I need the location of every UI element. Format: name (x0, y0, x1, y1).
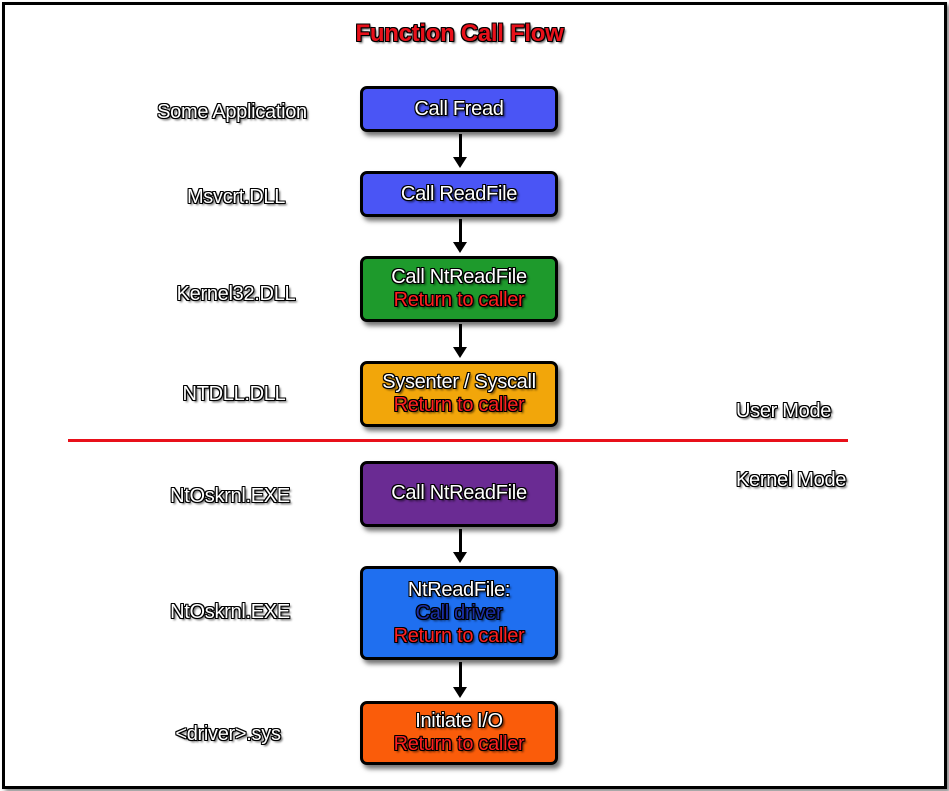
box-driver: Initiate I/O Return to caller (360, 701, 558, 765)
flow-arrow (453, 529, 467, 563)
flow-arrow (453, 324, 467, 358)
box-call-readfile: Call ReadFile (360, 171, 558, 217)
layer-label-application: Some Application (157, 101, 307, 123)
box-line: Initiate I/O (415, 710, 503, 732)
box-line-return: Return to caller (393, 289, 525, 311)
box-line-call-driver: Call driver (415, 601, 503, 624)
box-line: Call NtReadFile (391, 266, 527, 288)
box-line: Call ReadFile (400, 182, 518, 205)
box-call-fread: Call Fread (360, 86, 558, 132)
box-line: Call NtReadFile (391, 482, 527, 504)
layer-label-ntoskrnl-1: NtOskrnl.EXE (170, 485, 290, 507)
box-ntoskrnl-call: Call NtReadFile (360, 461, 558, 527)
layer-label-ntdll: NTDLL.DLL (182, 383, 286, 405)
box-line-return: Return to caller (393, 624, 525, 647)
layer-label-ntoskrnl-2: NtOskrnl.EXE (170, 601, 290, 623)
diagram-title: Function Call Flow (355, 20, 564, 47)
box-ntdll: Sysenter / Syscall Return to caller (360, 361, 558, 427)
layer-label-kernel32: Kernel32.DLL (176, 283, 296, 305)
flow-arrow (453, 219, 467, 253)
box-line-return: Return to caller (393, 733, 525, 755)
box-line-return: Return to caller (393, 394, 525, 416)
box-line: Call Fread (414, 97, 504, 120)
box-ntoskrnl-ntreadfile: NtReadFile: Call driver Return to caller (360, 566, 558, 660)
layer-label-driver: <driver>.sys (175, 723, 281, 745)
box-line: NtReadFile: (407, 578, 511, 601)
kernel-mode-label: Kernel Mode (736, 469, 847, 491)
flow-arrow (453, 134, 467, 168)
user-mode-label: User Mode (736, 400, 832, 422)
flow-arrow (453, 662, 467, 698)
mode-divider-line (68, 439, 848, 442)
box-line: Sysenter / Syscall (382, 371, 536, 393)
layer-label-msvcrt: Msvcrt.DLL (186, 186, 286, 208)
box-kernel32: Call NtReadFile Return to caller (360, 256, 558, 322)
